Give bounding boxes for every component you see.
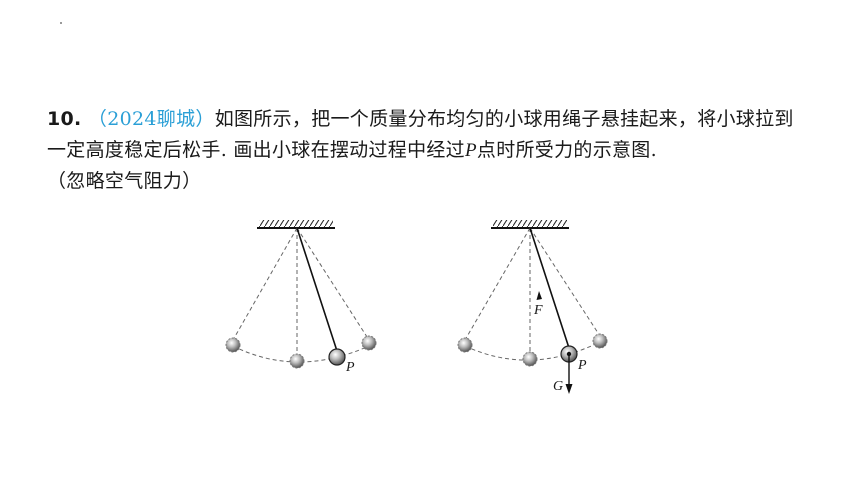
force-g-label: G	[553, 379, 563, 394]
pendulum-figure-left: P	[215, 218, 395, 392]
swing-arc	[464, 341, 601, 361]
question-source: （2024聊城）	[87, 108, 215, 130]
ceiling-support	[491, 220, 569, 229]
question-number-dot: .	[74, 108, 82, 130]
ball-right-position	[361, 335, 377, 351]
point-variable: P	[464, 140, 477, 161]
string-solid	[529, 227, 570, 349]
ball-center-position	[522, 351, 538, 367]
pendulum-figure-right: F P G	[453, 218, 633, 402]
dashed-string-left	[232, 227, 298, 341]
ball-right-position	[592, 333, 608, 349]
ball-left-position	[457, 337, 473, 353]
question-body-part1: 如图所示，把一个质量分布均匀的小球用绳子悬挂起来，将小球拉到一定高度稳定后松手.…	[47, 108, 794, 161]
force-f-label: F	[533, 303, 543, 318]
tension-force-arrow	[536, 291, 542, 300]
ball-left-position	[225, 337, 241, 353]
string-solid	[296, 227, 338, 352]
question-number: 10	[47, 108, 75, 130]
gravity-force-arrow	[565, 354, 573, 394]
swing-arc	[232, 345, 370, 363]
question-body-part2: 点时所受力的示意图.	[476, 139, 657, 161]
slide-corner-dot	[60, 22, 62, 24]
dashed-string-left	[464, 227, 531, 341]
ball-center-position	[289, 353, 305, 369]
point-p-label: P	[577, 358, 587, 373]
question-note: （忽略空气阻力）	[47, 170, 202, 192]
dashed-string-right	[529, 227, 601, 337]
ball-at-p	[328, 348, 346, 366]
point-p-label: P	[345, 360, 355, 375]
ceiling-support	[257, 220, 335, 229]
question-text: 10. （2024聊城）如图所示，把一个质量分布均匀的小球用绳子悬挂起来，将小球…	[47, 104, 807, 197]
dashed-string-right	[296, 227, 370, 341]
